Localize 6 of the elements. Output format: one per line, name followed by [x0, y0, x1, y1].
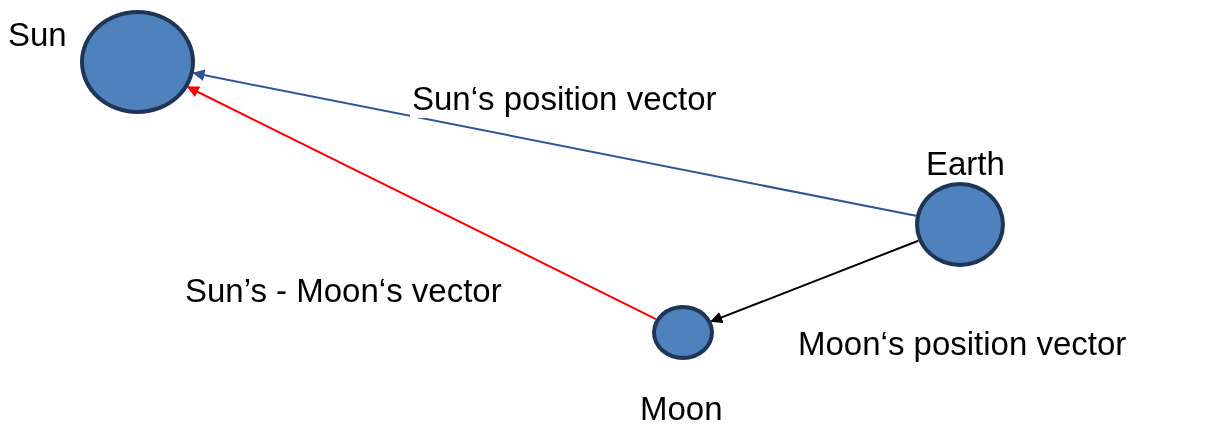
body-name: Earth: [926, 145, 1005, 183]
vector-arrow: [186, 86, 657, 321]
body-name: Moon: [640, 390, 723, 428]
vector-arrow: [192, 69, 917, 217]
vector-arrow: [710, 239, 920, 324]
body-name: Sun: [8, 16, 67, 54]
